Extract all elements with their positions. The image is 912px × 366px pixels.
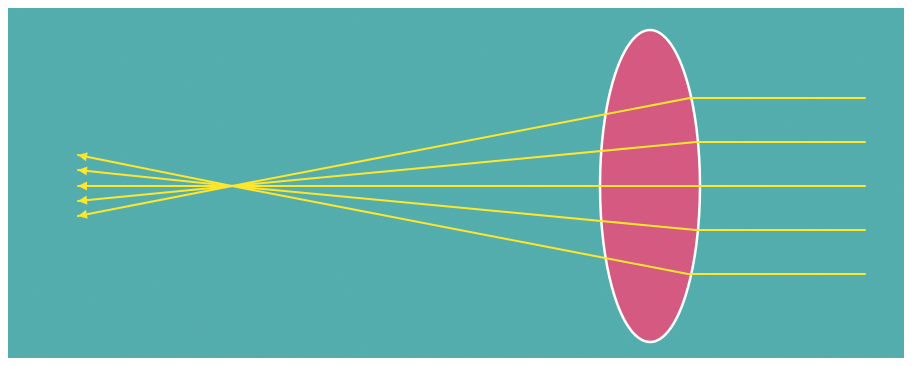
background-panel [8,8,904,358]
